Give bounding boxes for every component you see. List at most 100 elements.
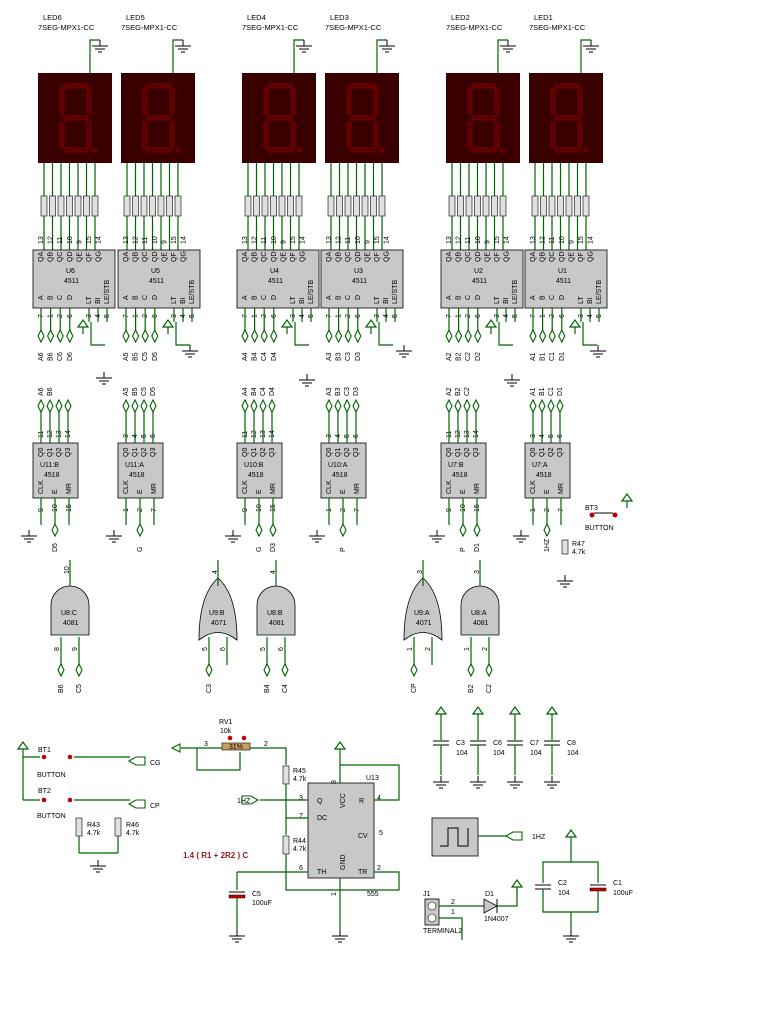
pin-label: MR bbox=[474, 483, 481, 494]
series-resistor-icon bbox=[327, 195, 335, 217]
pin-label: A bbox=[530, 295, 537, 300]
pin-label: CV bbox=[358, 833, 368, 840]
terminal-screw bbox=[427, 913, 437, 923]
segment bbox=[471, 115, 497, 121]
series-resistor-icon bbox=[140, 195, 148, 217]
series-resistor-icon bbox=[132, 195, 139, 217]
pin-label: QG bbox=[504, 251, 511, 262]
pin-label: QE bbox=[484, 252, 491, 262]
series-resistor-icon bbox=[244, 195, 252, 217]
power-arrow-icon bbox=[333, 740, 347, 756]
pin-label: E bbox=[460, 489, 467, 494]
resistor-ref: R46 bbox=[126, 822, 139, 829]
decoder-body bbox=[117, 249, 201, 309]
pin-label: BI bbox=[503, 297, 510, 304]
net-port-icon bbox=[269, 522, 277, 538]
net-port-icon bbox=[548, 328, 556, 344]
pin-label: MR bbox=[151, 483, 158, 494]
net-label: B5 bbox=[132, 387, 139, 396]
net-port-icon bbox=[46, 328, 55, 344]
pin-label: QB bbox=[540, 252, 547, 262]
pin-label: QF bbox=[290, 252, 297, 262]
decoder-body bbox=[236, 249, 320, 309]
pin-number: 1 bbox=[331, 892, 338, 896]
pin-label: MR bbox=[66, 483, 73, 494]
display-ref: LED4 bbox=[247, 13, 266, 22]
pin-number: 9 bbox=[161, 240, 168, 244]
display-ref: LED6 bbox=[43, 13, 62, 22]
pin-label: Q1 bbox=[132, 448, 139, 457]
pin-label: A bbox=[38, 295, 45, 300]
pin-number: 15 bbox=[86, 236, 93, 244]
net-label: B4 bbox=[252, 352, 259, 361]
series-resistor-icon bbox=[465, 195, 473, 217]
pot-wire bbox=[250, 747, 287, 765]
net-label: A4 bbox=[242, 352, 249, 361]
electrolytic-capacitor-icon bbox=[589, 884, 607, 892]
power-arrow bbox=[161, 318, 175, 328]
pin-label: VCC bbox=[340, 793, 347, 808]
pin-label: QF bbox=[494, 252, 501, 262]
control-wire bbox=[90, 322, 105, 346]
net-port-icon bbox=[241, 398, 249, 414]
pin-label: QE bbox=[76, 252, 83, 262]
seven-segment-displays: LED67SEG-MPX1-CCLED57SEG-MPX1-CCLED47SEG… bbox=[38, 13, 603, 250]
resistor-value: 4.7k bbox=[126, 830, 140, 837]
series-resistor-icon bbox=[157, 195, 165, 217]
pin-number: 11 bbox=[57, 237, 64, 244]
pin-number: 3 bbox=[299, 795, 303, 802]
decimal-point bbox=[175, 147, 181, 153]
gate-ref: U9:B bbox=[209, 610, 225, 617]
pin-label: CLK bbox=[446, 480, 453, 494]
cap-ref: C8 bbox=[567, 740, 576, 747]
pin-label: LT bbox=[290, 296, 297, 304]
timer-555: U13555QDCTHVCCGNDRCVTR376814521HZRV110k3… bbox=[170, 719, 400, 943]
pin-number: 9 bbox=[72, 647, 79, 651]
pin-number: 10 bbox=[271, 236, 278, 244]
series-resistor-icon bbox=[295, 195, 303, 217]
supply-wire bbox=[439, 917, 463, 940]
pot-wiper-wire bbox=[196, 748, 241, 771]
net-port-icon bbox=[325, 398, 333, 414]
net-port-icon bbox=[467, 662, 475, 678]
net-port-icon bbox=[149, 398, 157, 414]
counter-part: 4518 bbox=[452, 472, 468, 479]
resistor-r43-icon bbox=[75, 817, 83, 837]
net-label: C4 bbox=[261, 352, 268, 361]
pot-value: 10k bbox=[220, 728, 232, 735]
net-label: A5 bbox=[123, 352, 130, 361]
net-port-icon bbox=[140, 398, 148, 414]
pin-label: QG bbox=[96, 251, 103, 262]
net-port-icon bbox=[122, 328, 130, 344]
decimal-point bbox=[92, 147, 98, 153]
series-resistor-icon bbox=[278, 195, 286, 217]
net-label: B4 bbox=[251, 387, 258, 396]
power-arrow bbox=[545, 705, 559, 715]
net-port-icon bbox=[473, 522, 481, 538]
net-port-icon bbox=[459, 522, 467, 538]
pin-label: E bbox=[544, 489, 551, 494]
pin-number: 12 bbox=[252, 236, 259, 244]
pot-percent: 31% bbox=[229, 744, 243, 751]
series-resistor-icon bbox=[457, 195, 464, 217]
cap-value: 104 bbox=[493, 750, 505, 757]
power-arrow bbox=[76, 318, 90, 328]
pin-label: E bbox=[340, 489, 347, 494]
power-arrow-icon bbox=[545, 705, 559, 721]
pin-number: 9 bbox=[280, 240, 287, 244]
pin-label: BI bbox=[180, 297, 187, 304]
pin-label: BI bbox=[95, 297, 102, 304]
pin-label: BI bbox=[299, 297, 306, 304]
segment bbox=[577, 121, 583, 149]
segment bbox=[86, 121, 92, 149]
segment bbox=[59, 87, 65, 115]
counter-ref: U11:A bbox=[125, 462, 144, 469]
ground-icon bbox=[429, 530, 445, 543]
cap-plate-neg bbox=[589, 887, 607, 892]
gate-ref: U9:A bbox=[414, 610, 430, 617]
series-resistor-icon bbox=[548, 195, 556, 217]
